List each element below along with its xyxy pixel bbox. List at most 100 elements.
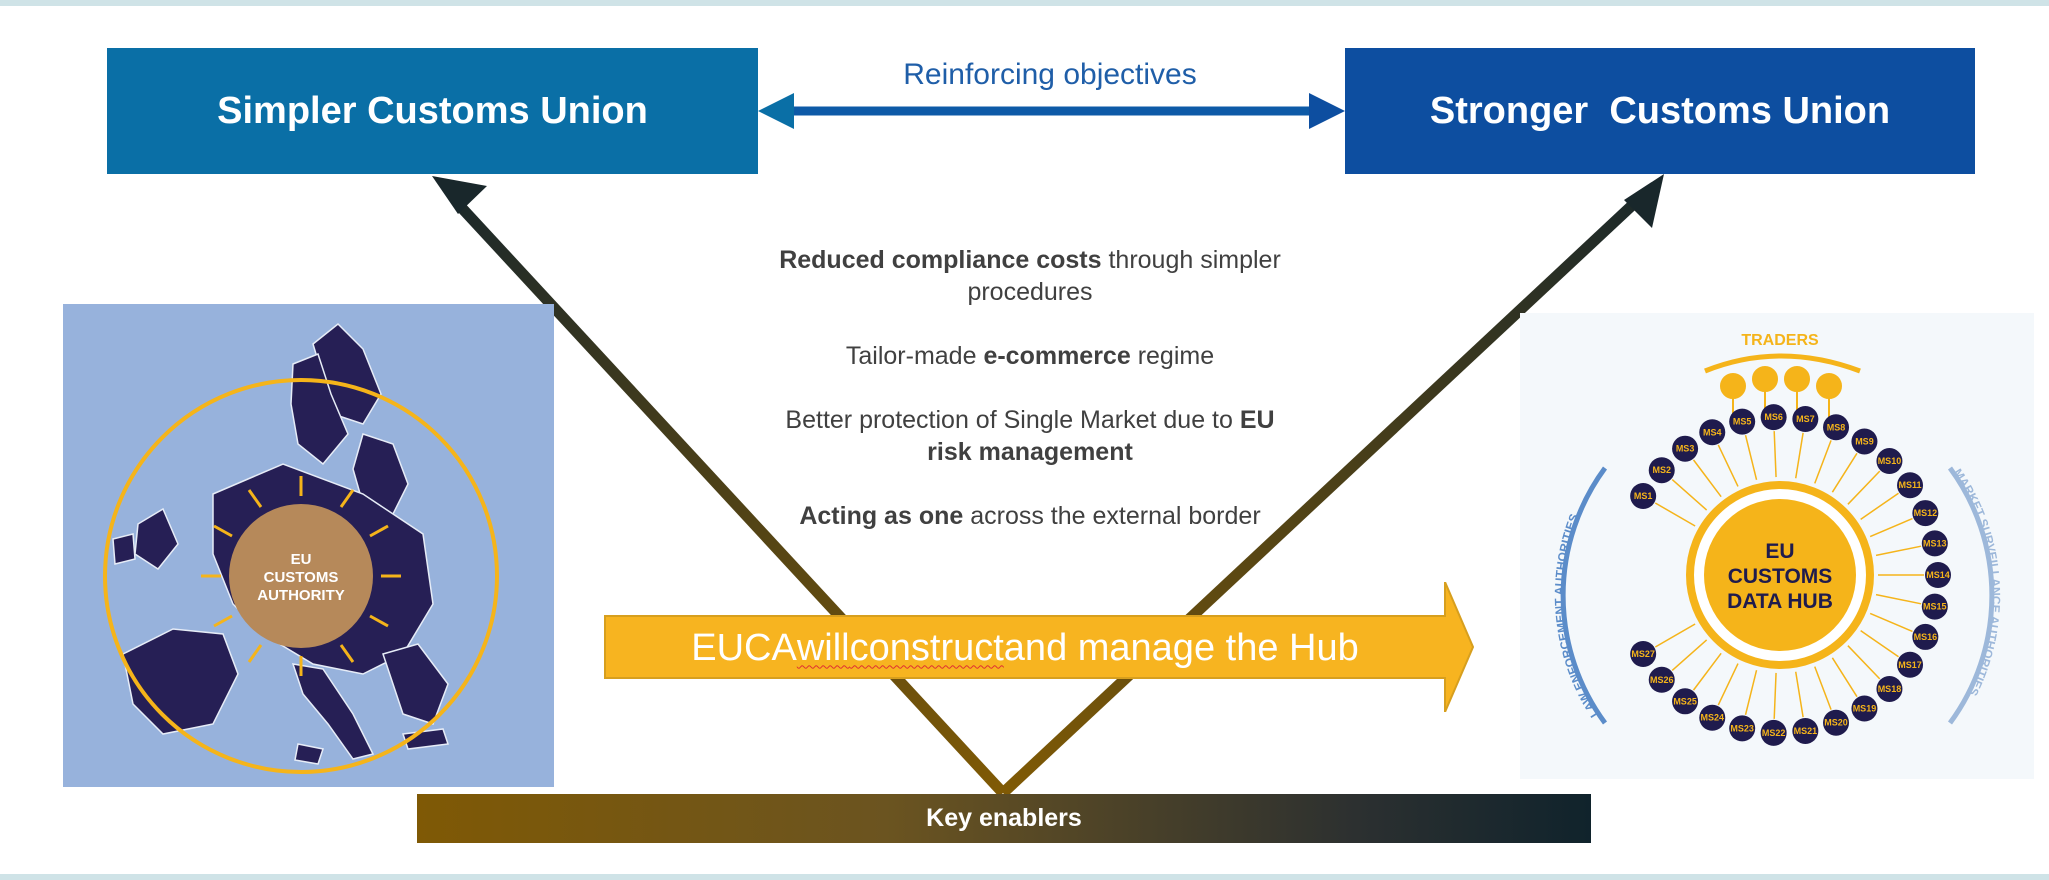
hub-spoke (1773, 431, 1777, 478)
hub-spoke (1744, 669, 1758, 715)
map-center-label-1: EU (291, 551, 312, 568)
reinforcing-arrowhead-left (758, 93, 794, 129)
member-state-label: MS13 (1923, 538, 1947, 548)
top-accent-bar (0, 0, 2049, 6)
hub-spoke (1794, 671, 1804, 718)
member-state-node (1699, 704, 1726, 731)
member-state-label: MS8 (1827, 422, 1846, 432)
member-state-node (1792, 717, 1819, 744)
member-state-node (1630, 641, 1657, 667)
member-state-label: MS9 (1855, 436, 1874, 446)
member-state-node (1876, 448, 1903, 475)
member-state-label: MS19 (1853, 704, 1877, 714)
objectives-list: Reduced compliance costs through simpler… (760, 244, 1300, 564)
hub-spoke (1744, 435, 1758, 481)
member-state-node (1921, 530, 1948, 557)
hub-spokes (1654, 431, 1924, 719)
hub-spoke (1814, 666, 1832, 710)
member-state-node (1897, 651, 1924, 678)
member-state-label: MS7 (1796, 414, 1815, 424)
member-state-node (1792, 406, 1819, 433)
member-state-label: MS11 (1899, 480, 1922, 490)
member-state-label: MS2 (1652, 465, 1671, 475)
member-state-label: MS3 (1676, 444, 1695, 454)
hub-spoke (1773, 672, 1777, 719)
hub-spoke (1860, 492, 1899, 520)
right-diagonal-arrowhead (1624, 174, 1664, 228)
member-state-node (1823, 709, 1850, 736)
member-state-label: MS6 (1764, 412, 1783, 422)
member-state-label: MS5 (1733, 417, 1752, 427)
simpler-customs-union-box: Simpler Customs Union (107, 48, 758, 174)
member-state-node (1851, 428, 1878, 455)
customs-data-hub-illustration: TRADERS LAW ENFORCEMENT AUTHORITIES MARK… (1520, 313, 2034, 779)
hub-spoke (1671, 478, 1708, 511)
objective-acting-as-one: Acting as one across the external border (799, 502, 1261, 530)
member-state-label: MS24 (1701, 713, 1725, 723)
member-state-label: MS27 (1631, 649, 1655, 659)
member-state-label: MS4 (1703, 427, 1722, 437)
member-state-label: MS1 (1634, 491, 1653, 501)
member-state-label: MS14 (1926, 570, 1950, 580)
euca-banner-arrow (604, 582, 1474, 712)
member-state-node (1851, 695, 1878, 722)
traders-arc (1704, 353, 1861, 374)
hub-spoke (1794, 432, 1804, 479)
hub-spoke (1831, 452, 1858, 493)
hub-spoke (1875, 593, 1922, 605)
key-enablers-bar: Key enablers (417, 794, 1591, 843)
member-state-label: MS10 (1878, 456, 1902, 466)
hub-spoke (1717, 663, 1739, 706)
left-diagonal-arrowhead (432, 176, 487, 214)
map-center-label-2: CUSTOMS (264, 569, 339, 586)
right-diagonal-arrow (999, 193, 1644, 798)
objective-e-commerce: Tailor-made e-commerce regime (845, 342, 1215, 370)
market-surveillance-arc (1947, 466, 1995, 725)
hub-spoke (1692, 459, 1722, 498)
hub-spoke (1717, 444, 1739, 487)
member-state-node (1876, 675, 1903, 702)
member-state-node (1729, 715, 1756, 742)
traders-label: TRADERS (1741, 332, 1819, 349)
member-state-label: MS16 (1914, 632, 1938, 642)
hub-spoke (1692, 652, 1722, 691)
member-state-nodes: MS1 MS2 MS3 MS4 MS5 MS6 MS7MS8MS9MS10MS11MS12M… (1630, 404, 1951, 746)
member-state-node (1648, 666, 1675, 693)
hub-spoke (1654, 502, 1696, 527)
member-state-label: MS23 (1730, 723, 1754, 733)
hub-spoke (1860, 630, 1899, 658)
member-state-node (1630, 483, 1657, 509)
euca-banner-text: EUCA will construct and manage the Hub (691, 626, 1359, 669)
member-state-node (1699, 419, 1726, 446)
member-state-node (1648, 457, 1675, 484)
member-state-node (1823, 414, 1850, 441)
outward-arrows (201, 476, 401, 676)
map-center-label-3: AUTHORITY (257, 587, 345, 604)
member-state-label: MS25 (1673, 696, 1697, 706)
hub-spoke (1869, 517, 1913, 538)
member-state-node (1925, 562, 1951, 588)
member-state-label: MS20 (1824, 718, 1848, 728)
hub-spoke (1869, 612, 1913, 633)
member-state-node (1912, 500, 1939, 527)
member-state-label: MS12 (1914, 508, 1938, 518)
hub-label-1: EU (1765, 540, 1794, 563)
member-state-node (1672, 435, 1699, 462)
hub-label-2: CUSTOMS (1728, 565, 1833, 588)
member-state-label: MS26 (1650, 675, 1674, 685)
customs-territory-ring (103, 378, 499, 774)
objective-risk-management: Better protection of Single Market due t… (785, 406, 1275, 466)
member-state-label: MS17 (1898, 660, 1922, 670)
left-diagonal-arrow (455, 202, 1008, 797)
member-state-label: MS18 (1878, 684, 1902, 694)
objective-compliance-costs: Reduced compliance costs through simpler… (779, 246, 1281, 306)
law-enforcement-arc (1560, 466, 1608, 725)
hub-spoke (1814, 440, 1832, 484)
member-state-node (1760, 404, 1787, 431)
member-state-node (1760, 719, 1787, 746)
hub-spoke (1831, 657, 1858, 698)
reinforcing-objectives-label: Reinforcing objectives (903, 58, 1197, 91)
hub-spoke (1847, 470, 1881, 505)
hub-spoke (1671, 639, 1708, 672)
bottom-accent-bar (0, 874, 2049, 880)
